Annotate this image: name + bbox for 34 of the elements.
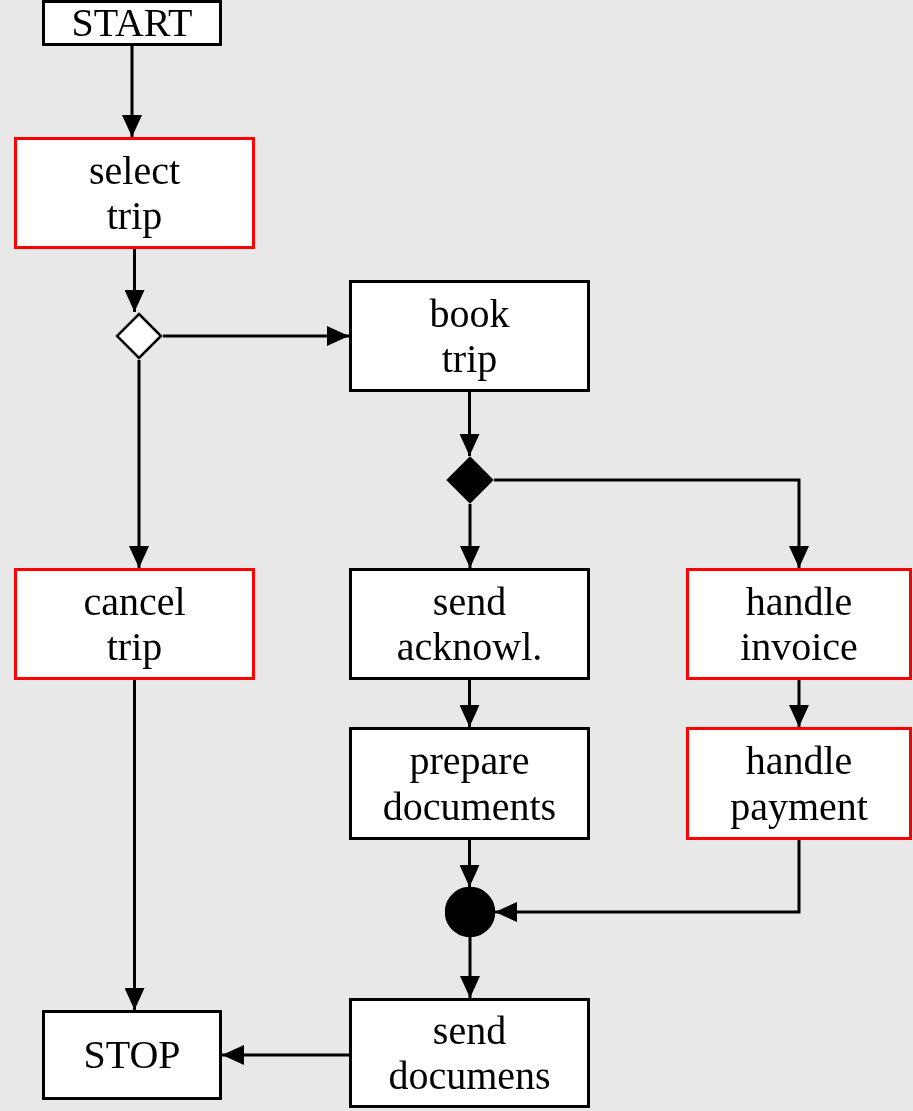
step-label: handle payment — [730, 738, 868, 829]
arrow — [124, 680, 145, 1010]
process-box — [14, 137, 255, 249]
arrow — [459, 840, 480, 887]
arrow — [222, 1045, 349, 1065]
step-label: select trip — [88, 147, 181, 239]
arrow — [122, 46, 142, 137]
process-box — [686, 727, 912, 840]
arrow — [789, 680, 809, 727]
process-box — [686, 568, 912, 680]
arrow — [459, 680, 480, 727]
arrow — [459, 392, 480, 456]
step-label: START — [71, 0, 193, 46]
step-label: send documens — [388, 1007, 551, 1099]
process-box — [349, 727, 590, 840]
step-label: book trip — [429, 290, 510, 382]
process-box — [349, 568, 590, 680]
process-box — [349, 280, 590, 392]
arrow — [494, 478, 809, 568]
step-label: cancel trip — [83, 578, 186, 670]
step-label: STOP — [83, 1032, 181, 1078]
arrow — [460, 937, 480, 998]
process-box — [14, 568, 255, 680]
arrow — [495, 840, 801, 922]
step-label: handle invoice — [740, 578, 858, 670]
step-label: send acknowl. — [396, 578, 543, 670]
arrow — [460, 504, 480, 568]
process-box — [42, 0, 222, 46]
arrow — [124, 249, 145, 312]
process-box — [349, 998, 590, 1108]
arrow — [163, 326, 349, 346]
process-box — [42, 1010, 222, 1100]
arrow — [129, 360, 149, 568]
step-label: prepare documents — [382, 738, 557, 829]
